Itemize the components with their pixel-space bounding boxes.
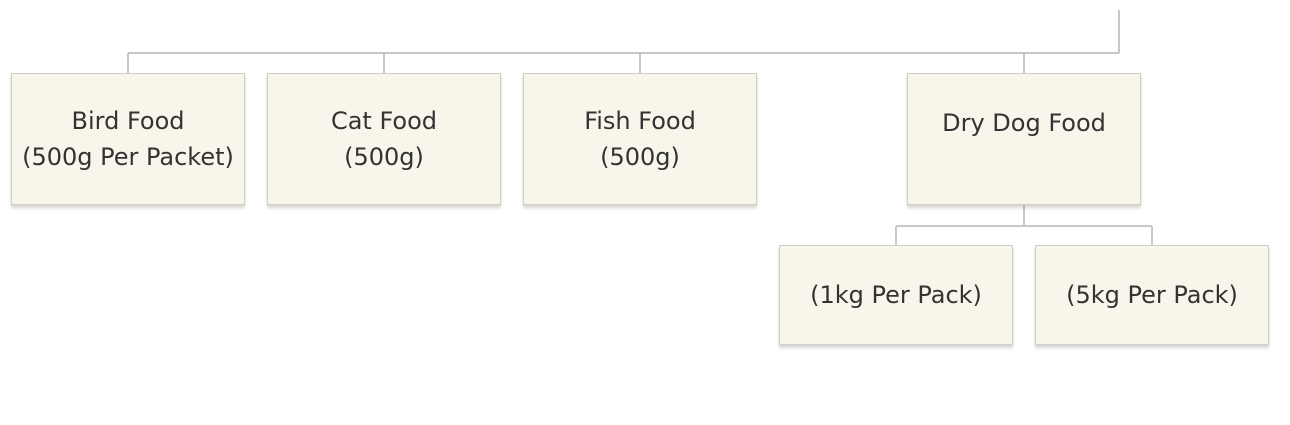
node-label-line: Dry Dog Food: [942, 109, 1106, 137]
node-cat-food: Cat Food (500g): [267, 73, 501, 205]
node-dog-food-5kg: (5kg Per Pack): [1035, 245, 1269, 345]
node-label-line: Cat Food: [330, 107, 438, 135]
node-label-line: (1kg Per Pack): [810, 281, 982, 309]
node-dry-dog-food: Dry Dog Food: [907, 73, 1141, 205]
node-label-line: (500g): [344, 143, 424, 171]
node-label-line: Bird Food: [71, 107, 185, 135]
node-bird-food: Bird Food (500g Per Packet): [11, 73, 245, 205]
node-dog-food-1kg: (1kg Per Pack): [779, 245, 1013, 345]
node-label-line: (5kg Per Pack): [1066, 281, 1238, 309]
node-fish-food: Fish Food (500g): [523, 73, 757, 205]
node-label-line: Fish Food: [584, 107, 696, 135]
node-label-line: (500g): [600, 143, 680, 171]
node-label-line: (500g Per Packet): [22, 143, 234, 171]
